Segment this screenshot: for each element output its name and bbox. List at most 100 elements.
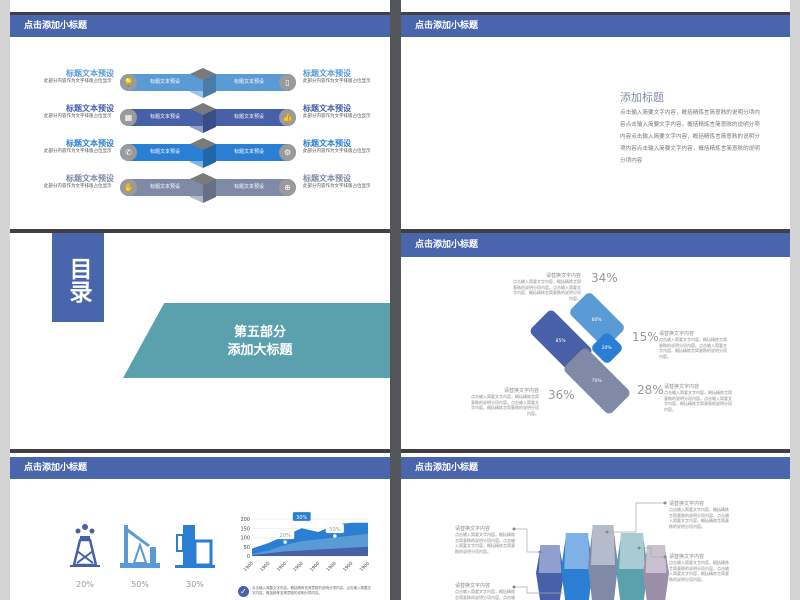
y-tick-label: 150 — [240, 526, 250, 532]
callout-right-top: 请替换文字内容点击输入简要文字内容，概括精炼言简意赅的说明分项内容。点击输入简要… — [669, 501, 729, 529]
hex-33: 33% — [495, 157, 532, 177]
hex-75: 75% — [550, 127, 589, 147]
callout-label: 20% — [280, 533, 291, 539]
row-cube — [190, 138, 216, 168]
tile-70: 70% — [562, 346, 632, 416]
body-text: 点击输入简要文字内容，概括精炼言简意赅的说明分项内容点击输入简要文字内容，概括精… — [620, 110, 760, 164]
previous-slide-right[interactable] — [401, 0, 790, 12]
row-right-text: 标题文本预设 此部分内容作为文字排版占位显示 — [303, 104, 371, 119]
x-tick-label: 1900 — [242, 560, 254, 572]
y-tick-label: 200 — [240, 517, 250, 523]
pct-36: 36% — [548, 388, 575, 402]
area-series-2 — [252, 546, 368, 556]
lightbulb-icon: 💡 — [120, 74, 137, 91]
slide-header: 点击添加小标题 — [401, 457, 790, 479]
3d-bar — [561, 533, 593, 600]
callout-label: 30% — [296, 515, 307, 521]
thumbs-up-icon: 👍 — [279, 109, 296, 126]
x-tick-label: 1900 — [292, 560, 304, 572]
big-title: 添加大标题 — [227, 343, 293, 358]
3d-bar — [616, 533, 648, 600]
section-title: 添加标题 — [620, 91, 664, 104]
slide-thumbnail-6[interactable]: 点击添加小标题 请替换文字内容点击输入简要文字内容，概括精炼言简意赅的说明分项内… — [401, 453, 790, 600]
x-tick-label: 1900 — [276, 560, 288, 572]
toc-label: 目录 — [52, 233, 104, 322]
row-cube — [190, 68, 216, 98]
phone-icon: ▯ — [279, 74, 296, 91]
y-tick-label: 50 — [244, 545, 250, 551]
3d-bar — [536, 545, 564, 600]
text-block-36: 请替换文字内容点击输入简要文字内容，概括精炼言简意赅的说明分项内容。点击输入简要… — [471, 388, 539, 416]
callout-lines — [512, 501, 667, 594]
handshake-icon: ✋ — [120, 179, 137, 196]
x-tick-label: 1900 — [325, 560, 337, 572]
callout-box — [275, 529, 295, 540]
callout-left-top: 请替换文字内容点击输入简要文字内容，概括精炼言简意赅的说明分项内容。点击输入简要… — [455, 526, 515, 554]
row-bar-left: 标题文本预设 — [120, 144, 210, 161]
row-bar-right: 标题文本预设 — [206, 179, 296, 196]
calendar-icon: ▦ — [120, 109, 137, 126]
slide-thumbnail-2[interactable]: 点击添加小标题 47% 20% 33% 75% 添加标题 点击输入简要文字内容，… — [401, 15, 790, 229]
row-bar-left: 标题文本预设 — [120, 109, 210, 126]
row-bar-right: 标题文本预设 — [206, 109, 296, 126]
lifebuoy-icon: ⊕ — [279, 179, 296, 196]
telephone-icon: ✆ — [120, 144, 137, 161]
x-tick-label: 1900 — [259, 560, 271, 572]
x-tick-label: 1900 — [342, 560, 354, 572]
hex-20: 20% — [446, 129, 478, 145]
callout-point — [333, 534, 337, 538]
callout-point — [283, 540, 287, 544]
check-icon: ✓ — [238, 586, 249, 597]
text-block-15: 请替换文字内容点击输入简要文字内容，概括精炼言简意赅的说明分项内容。点击输入简要… — [659, 331, 727, 359]
3d-bar — [588, 525, 618, 600]
callout-right-mid: 请替换文字内容点击输入简要文字内容，概括精炼言简意赅的说明分项内容。点击输入简要… — [669, 554, 729, 582]
icon-percentage: 30% — [186, 580, 204, 589]
slide-thumbnail-1[interactable]: 点击添加小标题 标题文本预设 此部分内容作为文字排版占位显示 标题文本预设 标题… — [10, 15, 390, 229]
slide-thumbnail-4[interactable]: 点击添加小标题 85% 60% 20% 70% 请替换文字内容点击输入简要文字内… — [401, 233, 790, 449]
pump-jack-icon — [120, 525, 160, 568]
y-tick-label: 0 — [247, 554, 250, 560]
row-left-text: 标题文本预设 此部分内容作为文字排版占位显示 — [44, 139, 114, 154]
row-bar-right: 标题文本预设 — [206, 74, 296, 91]
section-banner — [123, 303, 390, 378]
row-right-text: 标题文本预设 此部分内容作为文字排版占位显示 — [303, 139, 371, 154]
row-left-text: 标题文本预设 此部分内容作为文字排版占位显示 — [44, 174, 114, 189]
row-right-text: 标题文本预设 此部分内容作为文字排版占位显示 — [303, 174, 371, 189]
callout-box — [292, 511, 311, 522]
x-tick-label: 1900 — [358, 560, 370, 572]
divider — [390, 0, 401, 600]
part-label: 第五部分 — [233, 325, 286, 340]
text-block-28: 请替换文字内容点击输入简要文字内容，概括精炼言简意赅的说明分项内容。点击输入简要… — [664, 384, 732, 412]
gear-icon: ⚙ — [279, 144, 296, 161]
pct-34: 34% — [591, 271, 618, 285]
x-tick-label: 1900 — [309, 560, 321, 572]
slide-thumbnail-3[interactable]: 目录 第五部分 添加大标题 — [10, 233, 390, 449]
oil-derrick-icon — [70, 524, 100, 567]
slide-header: 点击添加小标题 — [401, 15, 790, 37]
row-cube — [190, 103, 216, 133]
pct-15: 15% — [632, 330, 659, 344]
row-right-text: 标题文本预设 此部分内容作为文字排版占位显示 — [303, 69, 371, 84]
text-block-34: 请替换文字内容点击输入简要文字内容，概括精炼言简意赅的说明分项内容。点击输入简要… — [513, 273, 581, 301]
callout-point — [299, 522, 304, 526]
chart-note: 点击输入简要文字内容，概括精炼言简意赅的说明分项内容。点击输入简要文字内容，概括… — [252, 586, 371, 595]
y-tick-label: 100 — [240, 536, 250, 542]
row-cube — [190, 173, 216, 203]
row-bar-left: 标题文本预设 — [120, 179, 210, 196]
slide-header: 点击添加小标题 — [401, 233, 790, 257]
callout-left-bottom: 请替换文字内容点击输入简要文字内容，概括精炼言简意赅的说明分项内容。点击输入简要… — [455, 583, 515, 600]
refinery-icon — [175, 525, 215, 568]
slide-header: 点击添加小标题 — [10, 457, 390, 479]
row-left-text: 标题文本预设 此部分内容作为文字排版占位显示 — [44, 104, 114, 119]
callout-label: 50% — [329, 527, 340, 533]
pct-28: 28% — [637, 383, 664, 397]
row-bar-left: 标题文本预设 — [120, 74, 210, 91]
callout-box — [325, 523, 345, 534]
icon-percentage: 20% — [76, 580, 94, 589]
hex-47: 47% — [496, 97, 532, 117]
row-left-text: 标题文本预设 此部分内容作为文字排版占位显示 — [44, 69, 114, 84]
icon-percentage: 50% — [131, 580, 149, 589]
previous-slide-left[interactable] — [10, 0, 390, 12]
